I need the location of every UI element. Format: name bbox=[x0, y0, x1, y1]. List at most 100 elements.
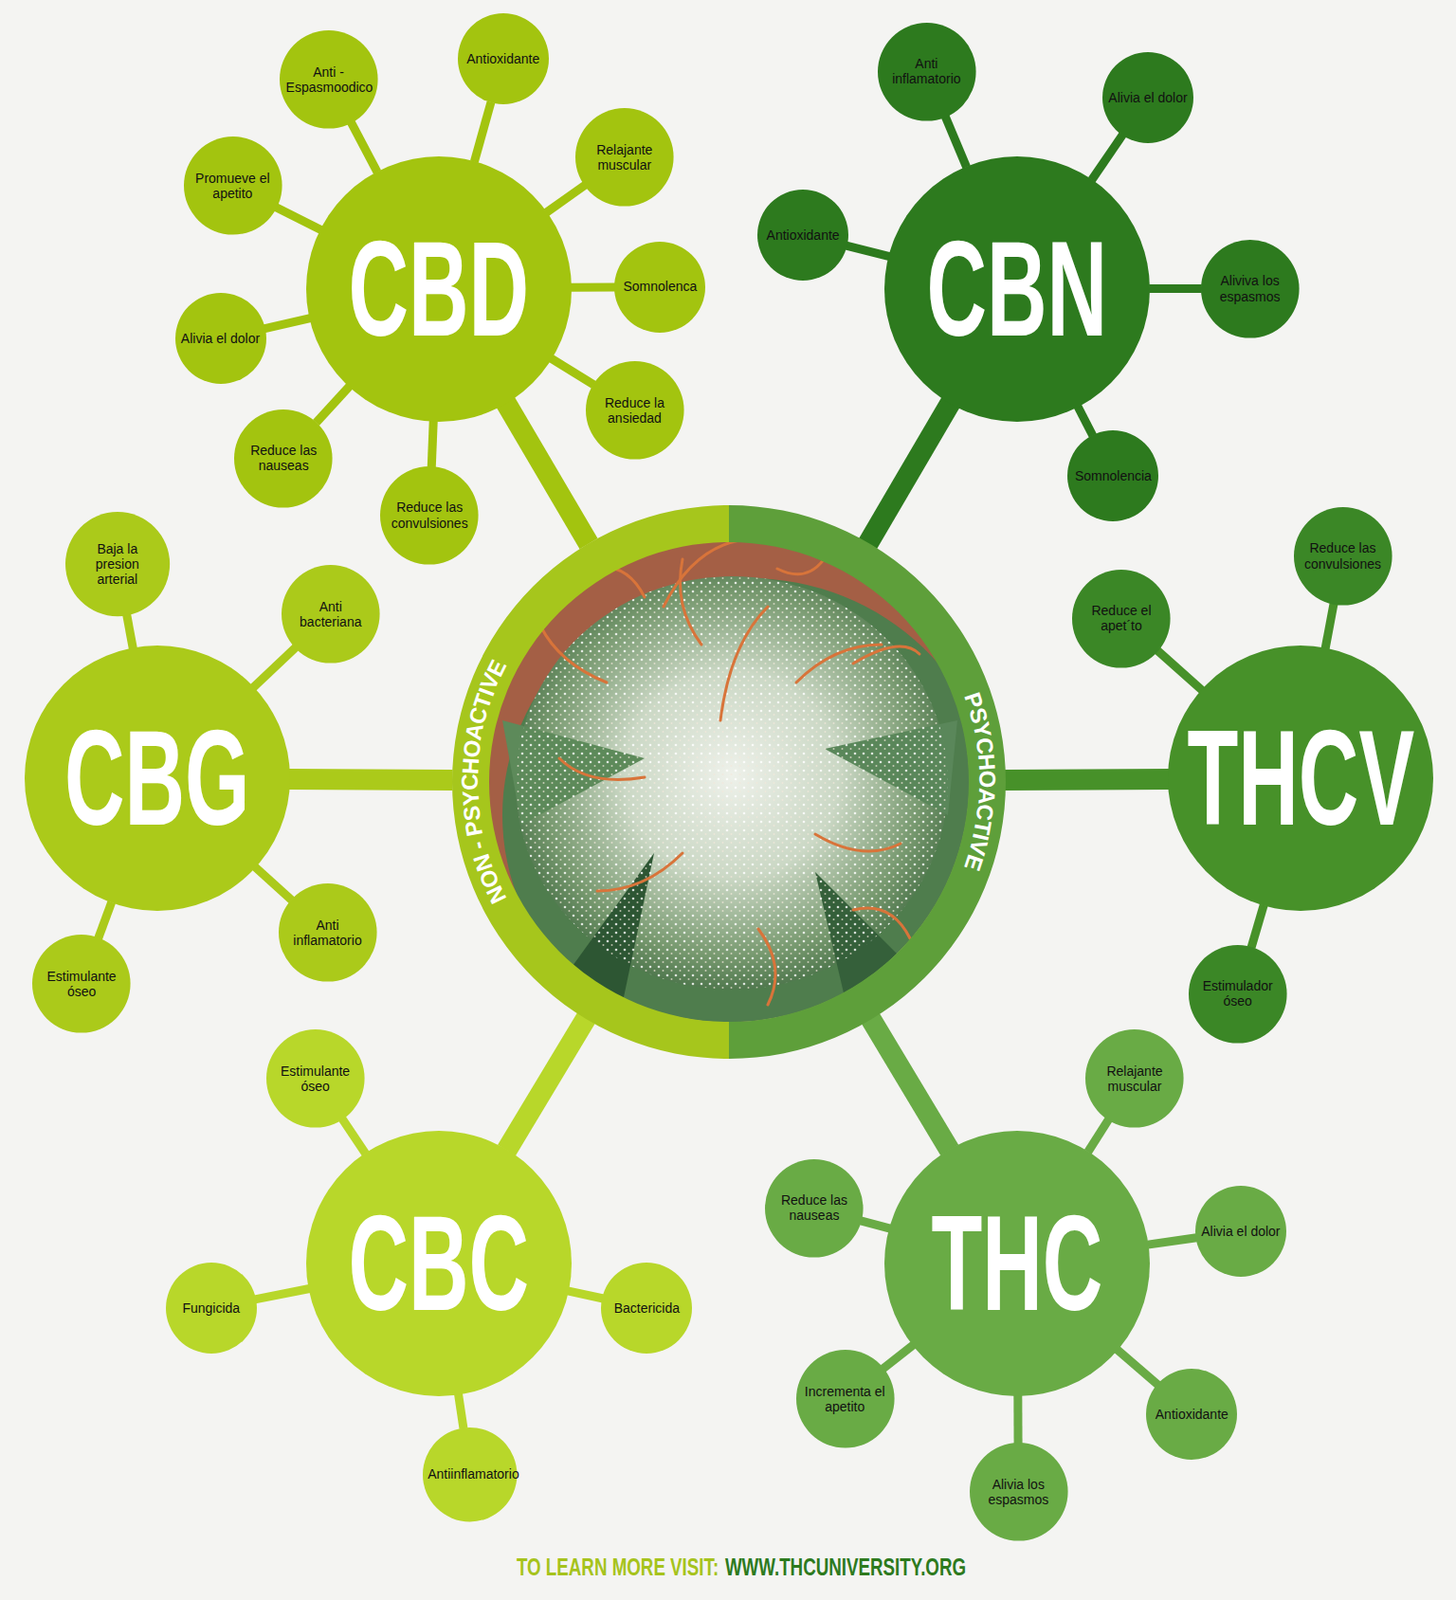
cannabinoid-circle: CBD bbox=[306, 156, 572, 422]
circle-fill bbox=[1195, 1185, 1287, 1277]
branch-connector bbox=[1157, 650, 1203, 692]
cannabinoid-name: THCV bbox=[1187, 710, 1416, 846]
effect-circle: Promueve el apetito bbox=[183, 136, 283, 236]
branch-connector bbox=[1088, 1119, 1110, 1153]
ring-letter: H bbox=[458, 756, 483, 775]
cannabinoid-circle: CBN bbox=[884, 156, 1150, 422]
effect-circle: Reduce las convulsiones bbox=[380, 466, 479, 565]
cannabinoid-circle: THC bbox=[884, 1130, 1150, 1397]
circle-fill bbox=[1146, 1368, 1238, 1460]
ring-letter: Y bbox=[458, 789, 483, 807]
effect-circle: Relajante muscular bbox=[575, 108, 674, 207]
pistil bbox=[663, 540, 740, 607]
effect-circle: Antioxidante bbox=[457, 13, 549, 105]
effect-label: Antioxidante bbox=[766, 227, 840, 243]
trunk-connector bbox=[289, 768, 454, 791]
effect-label: Somnolenca bbox=[622, 278, 697, 294]
effect-circle: Somnolenca bbox=[614, 241, 706, 333]
cannabinoid-name: CBD bbox=[348, 221, 530, 357]
branch-connector bbox=[253, 647, 296, 689]
center-ring: NON - PSYCHOACTIVE PSYCHOACTIVE bbox=[452, 505, 1006, 1059]
circle-fill bbox=[1102, 52, 1194, 144]
branch-connector bbox=[1077, 405, 1093, 437]
ring-half bbox=[728, 505, 1006, 1059]
circle-fill bbox=[1167, 645, 1434, 911]
effect-circle: Reduce las nauseas bbox=[234, 409, 333, 509]
effect-label: Reduce las nauseas bbox=[240, 442, 327, 474]
pistils bbox=[540, 540, 920, 1005]
branch-connector bbox=[945, 115, 967, 167]
trunk-connector bbox=[505, 401, 589, 544]
branch-connector bbox=[1013, 1395, 1022, 1444]
circle-fill bbox=[380, 466, 479, 565]
ring-letter: H bbox=[974, 752, 999, 771]
circle-fill bbox=[306, 156, 572, 422]
effect-label: Reduce las nauseas bbox=[771, 1192, 857, 1223]
circle-fill bbox=[757, 189, 849, 281]
branch-connector bbox=[882, 1345, 914, 1370]
effect-circle: Alivia el dolor bbox=[175, 292, 267, 384]
effect-label: Alivia el dolor bbox=[1201, 1223, 1280, 1239]
bud-body bbox=[515, 576, 948, 990]
effect-circle: Reduce las convulsiones bbox=[1293, 507, 1393, 606]
circle-fill bbox=[183, 136, 283, 236]
pistil bbox=[758, 928, 776, 1005]
circle-fill bbox=[278, 883, 378, 983]
branch-connector bbox=[275, 207, 322, 231]
circle-fill bbox=[877, 22, 977, 122]
circle-fill bbox=[884, 1130, 1150, 1397]
branch-connector bbox=[1325, 603, 1334, 650]
cannabinoid-name: CBC bbox=[348, 1196, 530, 1331]
effect-label: Estimulador óseo bbox=[1195, 978, 1281, 1009]
effect-circle: Estimulante óseo bbox=[266, 1029, 365, 1129]
circle-fill bbox=[600, 1262, 692, 1354]
circle-fill bbox=[32, 934, 131, 1034]
effect-label: Reduce las convulsiones bbox=[1299, 540, 1385, 571]
circle-fill bbox=[306, 1130, 572, 1397]
effect-circle: Anti - Espasmoodico bbox=[279, 30, 379, 129]
effect-label: Anti inflamatorio bbox=[883, 55, 969, 87]
circle-fill bbox=[1072, 569, 1171, 669]
pistil bbox=[796, 644, 882, 683]
ring-letter: S bbox=[459, 803, 485, 822]
effect-label: Reduce la ansiedad bbox=[591, 395, 677, 426]
effect-label: Somnolencia bbox=[1074, 468, 1152, 484]
footer-row: TO LEARN MORE VISIT:WWW.THCUNIVERSITY.OR… bbox=[516, 1552, 966, 1582]
branch-connector bbox=[846, 245, 891, 257]
ring-group bbox=[452, 505, 1006, 1059]
effect-circle: Reduce la ansiedad bbox=[585, 361, 685, 460]
effect-label: Antiinflamatorio bbox=[427, 1466, 513, 1482]
branch-connector bbox=[98, 902, 112, 939]
circle-fill bbox=[165, 1262, 257, 1354]
trunk-connector bbox=[868, 402, 951, 545]
effect-label: Reduce el apet´to bbox=[1078, 602, 1165, 634]
effect-label: Anti inflamatorio bbox=[284, 917, 370, 948]
cannabinoid-name: CBN bbox=[927, 221, 1109, 357]
circle-fill bbox=[969, 1442, 1069, 1542]
effect-label: Promueve el apetito bbox=[189, 170, 275, 201]
branch-connector bbox=[263, 318, 310, 329]
effect-circle: Bactericida bbox=[600, 1262, 692, 1354]
ring-letter: C bbox=[971, 735, 997, 756]
effect-label: Antioxidante bbox=[1155, 1406, 1229, 1422]
pistil bbox=[815, 834, 901, 852]
circle-fill bbox=[1293, 507, 1393, 606]
circle-fill bbox=[764, 1159, 864, 1258]
pistil bbox=[680, 559, 703, 645]
trunk-connector bbox=[1003, 768, 1169, 791]
ring-label: PSYCHOACTIVE bbox=[958, 685, 1002, 878]
circle-fill bbox=[266, 1029, 365, 1129]
trichomes bbox=[515, 576, 948, 990]
branch-connector bbox=[1116, 1349, 1158, 1386]
circle-fill bbox=[1085, 1029, 1184, 1129]
effect-circle: Estimulador óseo bbox=[1188, 945, 1288, 1044]
branch-connector bbox=[1147, 1237, 1198, 1245]
effect-label: Alivia el dolor bbox=[1108, 90, 1187, 106]
ring-label: NON - PSYCHOACTIVE bbox=[455, 653, 512, 910]
circle-fill bbox=[457, 13, 549, 105]
circle-fill bbox=[24, 645, 291, 911]
branch-connector bbox=[473, 102, 492, 163]
footer-label: WWW.THCUNIVERSITY.ORG bbox=[725, 1552, 966, 1582]
ring-half bbox=[452, 505, 729, 1059]
